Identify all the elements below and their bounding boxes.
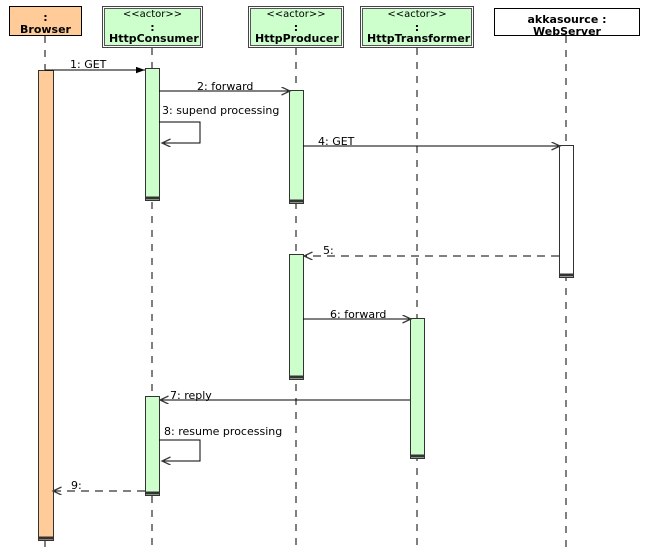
message-label-7: 7: reply: [170, 389, 212, 402]
lifeline-header-httptransformer[interactable]: <<actor>>: HttpTransformer: [360, 6, 474, 48]
message-label-2: 2: forward: [197, 80, 254, 93]
activation-foot-httptransformer-1: [410, 454, 425, 458]
activation-bar-httpconsumer-1: [145, 68, 160, 201]
lifeline-name-httptransformer: : HttpTransformer: [367, 20, 471, 46]
activation-layer: [38, 68, 574, 541]
lifeline-stereotype-httpproducer: <<actor>>: [266, 9, 326, 20]
message-arrow-8[interactable]: [159, 439, 201, 461]
lifeline-header-httpconsumer[interactable]: <<actor>>: HttpConsumer: [102, 6, 203, 48]
activation-foot-httpconsumer-2: [145, 491, 160, 495]
message-layer: [45, 66, 560, 491]
lifeline-header-webserver[interactable]: akkasource : WebServer: [494, 8, 640, 38]
lifeline-name-browser: : Browser: [20, 11, 71, 36]
activation-bar-httpproducer-2: [289, 254, 304, 380]
activation-foot-httpconsumer-1: [145, 196, 160, 200]
lifeline-name-httpconsumer: : HttpConsumer: [109, 20, 199, 46]
message-label-5: 5:: [323, 244, 334, 257]
lifeline-layer: [44, 36, 567, 552]
activation-bar-webserver-1: [559, 145, 574, 278]
lifeline-stereotype-httptransformer: <<actor>>: [387, 9, 447, 20]
lifeline-name-webserver: akkasource : WebServer: [527, 13, 607, 38]
activation-bar-browser-1: [38, 70, 54, 541]
message-label-6: 6: forward: [330, 308, 387, 321]
message-label-8: 8: resume processing: [164, 425, 283, 438]
message-arrow-3[interactable]: [159, 121, 201, 143]
activation-foot-httpproducer-1: [289, 199, 304, 203]
activation-bar-httpproducer-1: [289, 90, 304, 204]
activation-bar-httpconsumer-2: [145, 396, 160, 496]
message-label-9: 9:: [71, 479, 82, 492]
message-label-4: 4: GET: [318, 135, 355, 148]
message-label-1: 1: GET: [70, 58, 107, 71]
lifeline-header-httpproducer[interactable]: <<actor>>: HttpProducer: [248, 6, 344, 48]
message-label-3: 3: supend processing: [162, 104, 280, 117]
lifeline-name-httpproducer: : HttpProducer: [255, 20, 339, 46]
lifeline-stereotype-httpconsumer: <<actor>>: [122, 9, 183, 20]
activation-foot-browser-1: [38, 536, 54, 540]
lifeline-header-browser[interactable]: : Browser: [9, 6, 82, 36]
activation-foot-httpproducer-2: [289, 375, 304, 379]
activation-foot-webserver-1: [559, 273, 574, 277]
activation-bar-httptransformer-1: [410, 318, 425, 459]
